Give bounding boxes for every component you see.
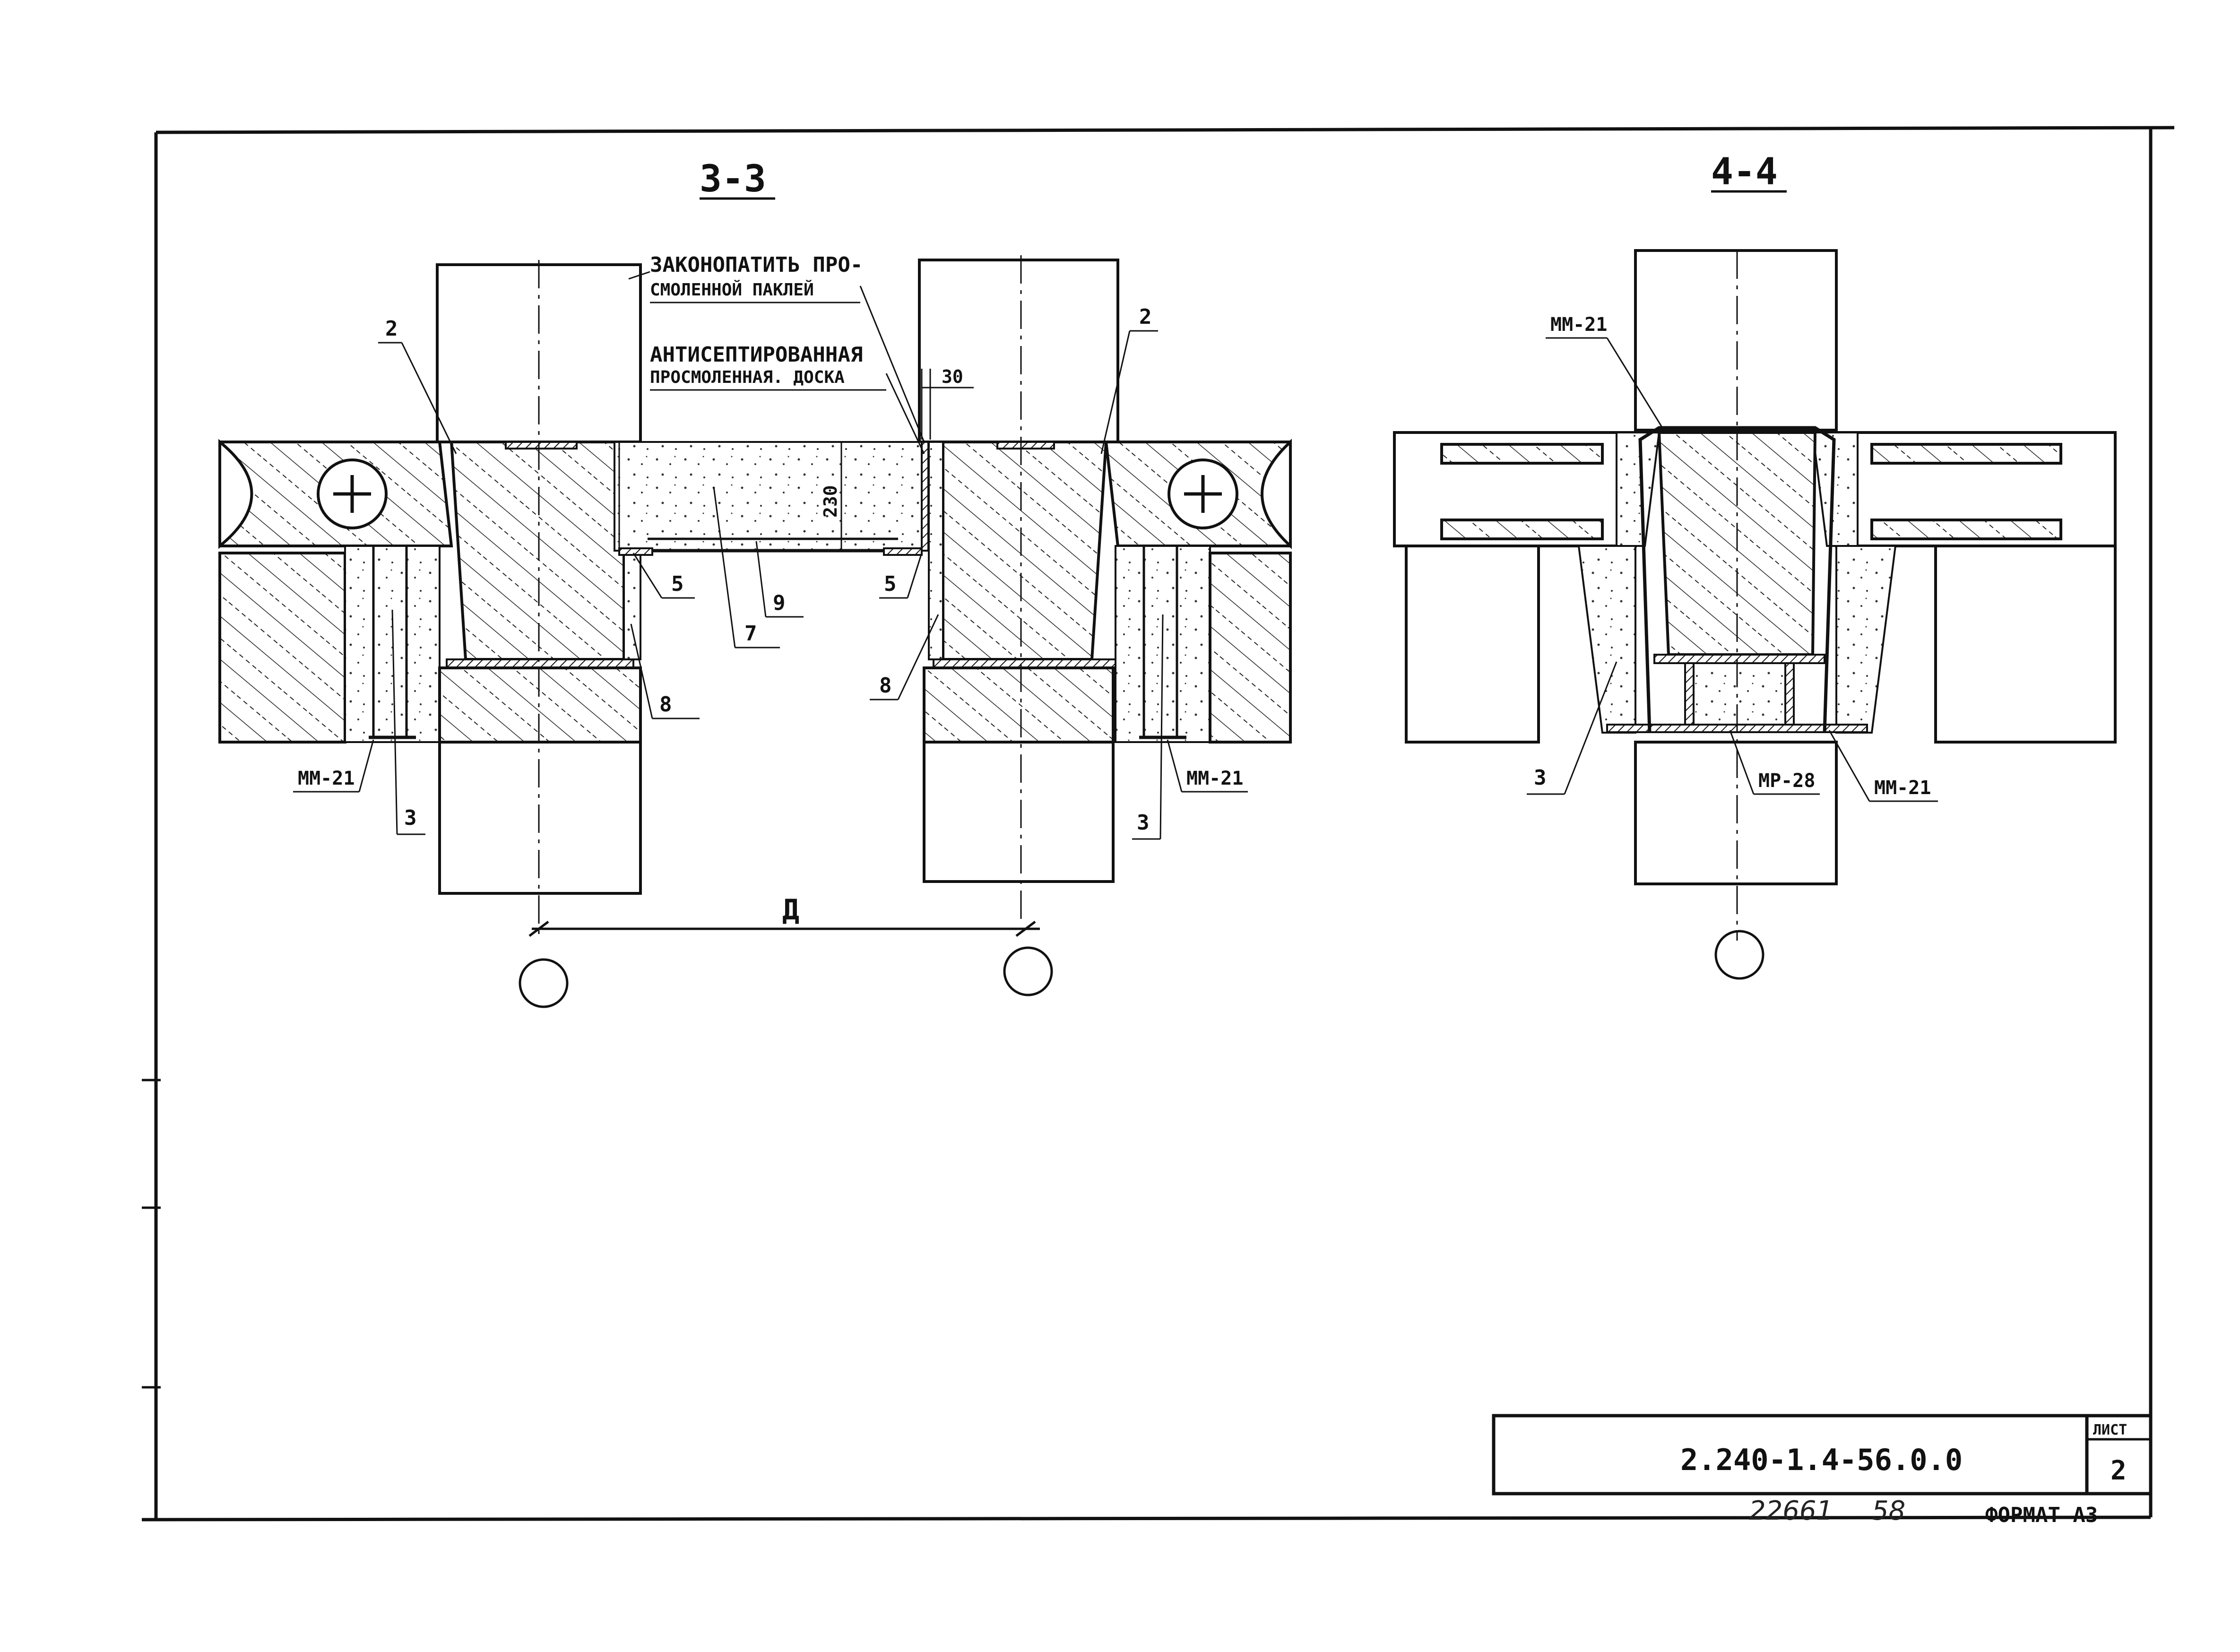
axis-bubble-right	[1003, 946, 1053, 996]
sheet-label: ЛИСТ	[2093, 1422, 2127, 1438]
title-block: 2.240-1.4-56.0.0 ЛИСТ 2	[1492, 1414, 2153, 1496]
callout-9: 9	[773, 591, 786, 615]
grout-4-4-right	[1835, 545, 1897, 734]
callout-3-section4: 3	[1534, 766, 1547, 790]
column-4-4-upper	[1634, 249, 1838, 432]
callout-mm21-right: ММ-21	[1186, 768, 1243, 789]
section-3-3-title: 3-3	[700, 158, 766, 200]
callout-2-left: 2	[385, 317, 398, 341]
note-caulk-line1: ЗАКОНОПАТИТЬ ПРО-	[650, 253, 863, 277]
right-column-upper	[918, 259, 1119, 443]
tarred-board	[921, 441, 929, 552]
right-column-lower	[923, 741, 1115, 883]
callout-mm21-bottom: ММ-21	[1874, 777, 1931, 799]
left-column-body	[450, 441, 625, 661]
callout-8-right: 8	[879, 674, 892, 698]
callout-mr28: МР-28	[1758, 770, 1815, 792]
dimension-30: 30	[942, 366, 963, 387]
left-column-lower	[438, 741, 642, 895]
callout-3-left: 3	[404, 806, 417, 830]
left-wall-block	[218, 552, 346, 744]
archive-number: 22661	[1749, 1496, 1833, 1526]
page-number: 58	[1872, 1496, 1905, 1526]
left-grout-fill	[344, 545, 441, 743]
section-4-4-title: 4-4	[1711, 151, 1778, 193]
span-dimension-label: Д	[782, 893, 799, 926]
callout-5-right: 5	[884, 572, 897, 596]
note-board-line1: АНТИСЕПТИРОВАННАЯ	[650, 343, 863, 367]
note-caulk-line2: СМОЛЕННОЙ ПАКЛЕЙ	[650, 280, 814, 300]
left-column-base	[438, 666, 642, 744]
drawing-designation: 2.240-1.4-56.0.0	[1680, 1443, 1963, 1477]
dimension-230: 230	[820, 485, 841, 518]
callout-3-right: 3	[1137, 811, 1150, 835]
grout-4-4-left	[1577, 545, 1636, 734]
left-top-plate	[505, 441, 578, 450]
stirrup-mm21	[1638, 426, 1836, 733]
section-4-4: ММ-21 3 МР-28 ММ-21	[1393, 249, 2117, 980]
slab-left-4-4	[1440, 443, 1604, 465]
axis-bubble-left	[519, 958, 569, 1008]
callout-mm21-top: ММ-21	[1550, 314, 1607, 336]
callout-mm21-left: ММ-21	[298, 768, 355, 789]
column-4-4-lower	[1634, 741, 1838, 885]
callout-2-right: 2	[1139, 305, 1152, 329]
infill-slab	[614, 441, 927, 552]
slab-right-4-4	[1870, 443, 2062, 465]
callout-7: 7	[744, 622, 757, 646]
axis-bubble-4-4	[1714, 930, 1764, 980]
right-column-body	[942, 441, 1108, 661]
format-label: ФОРМАТ А3	[1985, 1503, 2098, 1527]
right-top-plate	[996, 441, 1055, 450]
section-3-3: Д 230 30 ЗАКОНОПАТИТЬ ПРО- СМОЛЕННОЙ ПАК…	[218, 253, 1292, 1008]
callout-5-left: 5	[671, 572, 684, 596]
box-4-4	[1684, 662, 1795, 726]
sheet-frame	[141, 126, 2175, 1522]
note-board-line2: ПРОСМОЛЕННАЯ. ДОСКА	[650, 368, 845, 387]
sheet-number: 2	[2110, 1455, 2127, 1486]
callout-8-left: 8	[659, 692, 672, 717]
right-wall-block	[1209, 552, 1292, 744]
right-column-base	[923, 666, 1115, 744]
